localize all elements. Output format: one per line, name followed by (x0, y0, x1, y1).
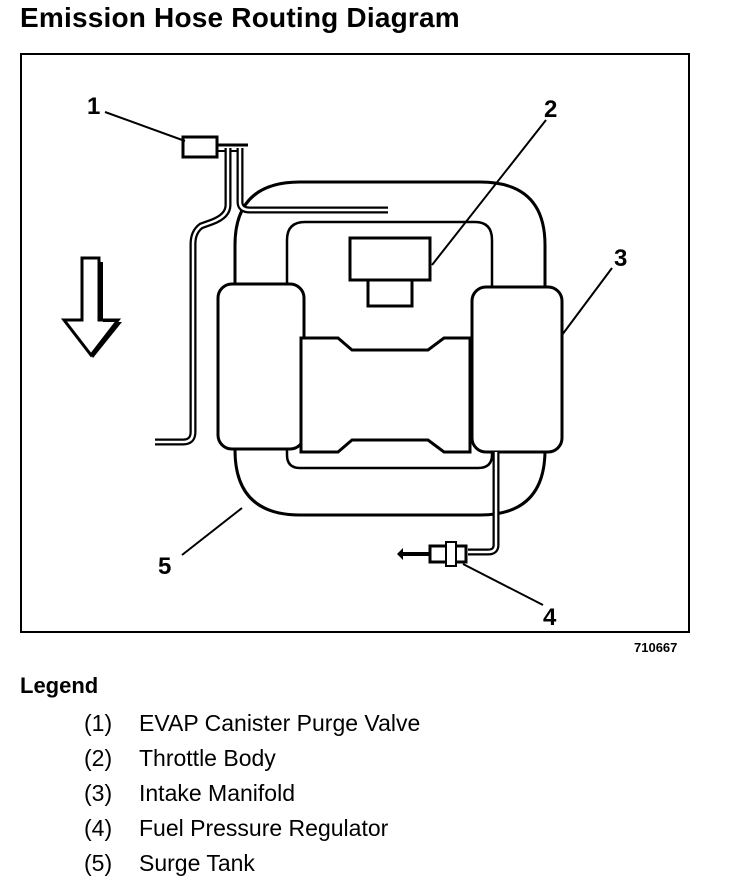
legend-item-label: Surge Tank (139, 850, 255, 876)
legend-item: (2) Throttle Body (84, 741, 420, 776)
leader-line-5 (181, 507, 243, 556)
legend-item: (3) Intake Manifold (84, 776, 420, 811)
page-title: Emission Hose Routing Diagram (20, 2, 460, 33)
callout-5: 5 (158, 553, 171, 580)
legend-item-label: Throttle Body (139, 745, 276, 771)
legend-item-number: (3) (84, 780, 113, 806)
legend-item-label: Fuel Pressure Regulator (139, 815, 389, 841)
callout-3: 3 (614, 245, 627, 272)
left-runner-block (216, 282, 306, 451)
legend-title: Legend (20, 673, 99, 698)
legend-item-number: (5) (84, 850, 113, 876)
throttle-body (348, 236, 432, 282)
surge-tank-inner (285, 220, 494, 470)
throttle-body-neck (366, 278, 414, 308)
callout-1: 1 (87, 93, 100, 120)
legend-item-label: EVAP Canister Purge Valve (139, 710, 421, 736)
leader-line-2 (431, 119, 547, 266)
leader-line-4 (462, 563, 544, 606)
legend-item-number: (1) (84, 710, 113, 736)
right-runner-block (470, 285, 564, 454)
front-arrow-icon (60, 256, 122, 358)
plenum-center (299, 336, 472, 454)
legend-item-label: Intake Manifold (139, 780, 295, 806)
fuel-pressure-regulator (397, 541, 468, 567)
legend-list: (1) EVAP Canister Purge Valve (2) Throttle… (84, 706, 420, 881)
figure-id: 710667 (634, 640, 678, 655)
callout-2: 2 (544, 96, 557, 123)
leader-line-1 (104, 111, 186, 142)
purge-hose-top (236, 148, 388, 214)
callout-4: 4 (543, 604, 557, 631)
leader-line-3 (561, 267, 613, 336)
purge-valve (181, 135, 219, 159)
legend-item: (4) Fuel Pressure Regulator (84, 811, 420, 846)
legend-item: (1) EVAP Canister Purge Valve (84, 706, 420, 741)
legend-item-number: (4) (84, 815, 113, 841)
diagram-frame (20, 53, 690, 633)
legend-item: (5) Surge Tank (84, 846, 420, 881)
legend-item-number: (2) (84, 745, 113, 771)
surge-tank-outer (233, 180, 547, 517)
